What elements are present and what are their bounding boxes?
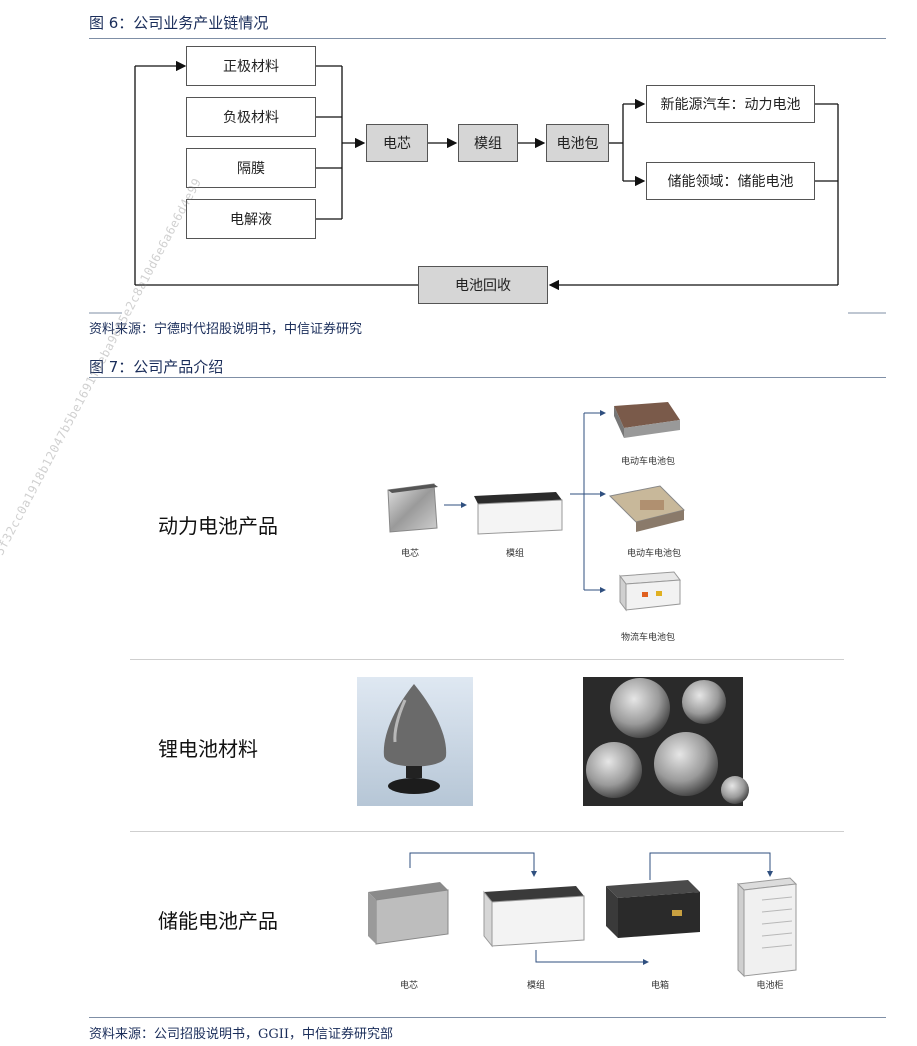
power-caption-ev-pack-1: 电动车电池包	[620, 457, 675, 467]
row-separator-2	[130, 831, 844, 832]
power-caption-module: 模组	[505, 549, 524, 559]
figure-6-top-rule	[89, 38, 886, 39]
power-battery-label: 动力电池产品	[158, 514, 278, 538]
storage-cabinet-image	[736, 877, 798, 978]
storage-caption-cell: 电芯	[399, 981, 418, 991]
power-caption-cell: 电芯	[400, 549, 419, 559]
node-cathode: 正极材料	[186, 46, 316, 86]
storage-battery-label: 储能电池产品	[158, 909, 278, 933]
figure-7-top-rule	[89, 377, 886, 378]
lithium-material-label: 锂电池材料	[158, 737, 258, 761]
logistics-pack-image	[619, 571, 681, 612]
ev-pack-image-2	[608, 485, 685, 532]
sem-particles-image	[583, 677, 749, 806]
node-recycle: 电池回收	[418, 266, 548, 304]
ev-pack-image-1	[614, 402, 680, 438]
figure-7-source: 资料来源：公司招股说明书，GGII，中信证券研究部	[89, 1027, 394, 1042]
storage-cell-image	[368, 882, 449, 945]
figure-7-title: 图 7：公司产品介绍	[89, 358, 224, 376]
node-cell: 电芯	[366, 124, 428, 162]
storage-module-image	[483, 886, 585, 948]
figure-6-title: 图 6：公司业务产业链情况	[89, 14, 269, 32]
power-caption-logistics-pack: 物流车电池包	[620, 633, 675, 643]
power-cell-image	[387, 483, 438, 533]
node-electrolyte: 电解液	[186, 199, 316, 239]
figure-6-source: 资料来源：宁德时代招股说明书，中信证券研究	[89, 322, 363, 337]
power-caption-ev-pack-2: 电动车电池包	[626, 549, 681, 559]
node-anode: 负极材料	[186, 97, 316, 137]
node-module: 模组	[458, 124, 518, 162]
storage-caption-module: 模组	[526, 981, 545, 991]
power-module-image	[474, 492, 563, 535]
storage-caption-cabinet: 电池柜	[756, 981, 784, 991]
node-ev-power-battery: 新能源汽车：动力电池	[646, 85, 815, 123]
storage-caption-box: 电箱	[650, 981, 669, 991]
storage-box-image	[606, 880, 700, 938]
row-separator-1	[130, 659, 844, 660]
node-pack: 电池包	[546, 124, 609, 162]
node-storage-battery: 储能领域：储能电池	[646, 162, 815, 200]
powder-flask-image	[357, 677, 473, 806]
figure-7-bottom-rule	[89, 1017, 886, 1018]
node-separator: 隔膜	[186, 148, 316, 188]
